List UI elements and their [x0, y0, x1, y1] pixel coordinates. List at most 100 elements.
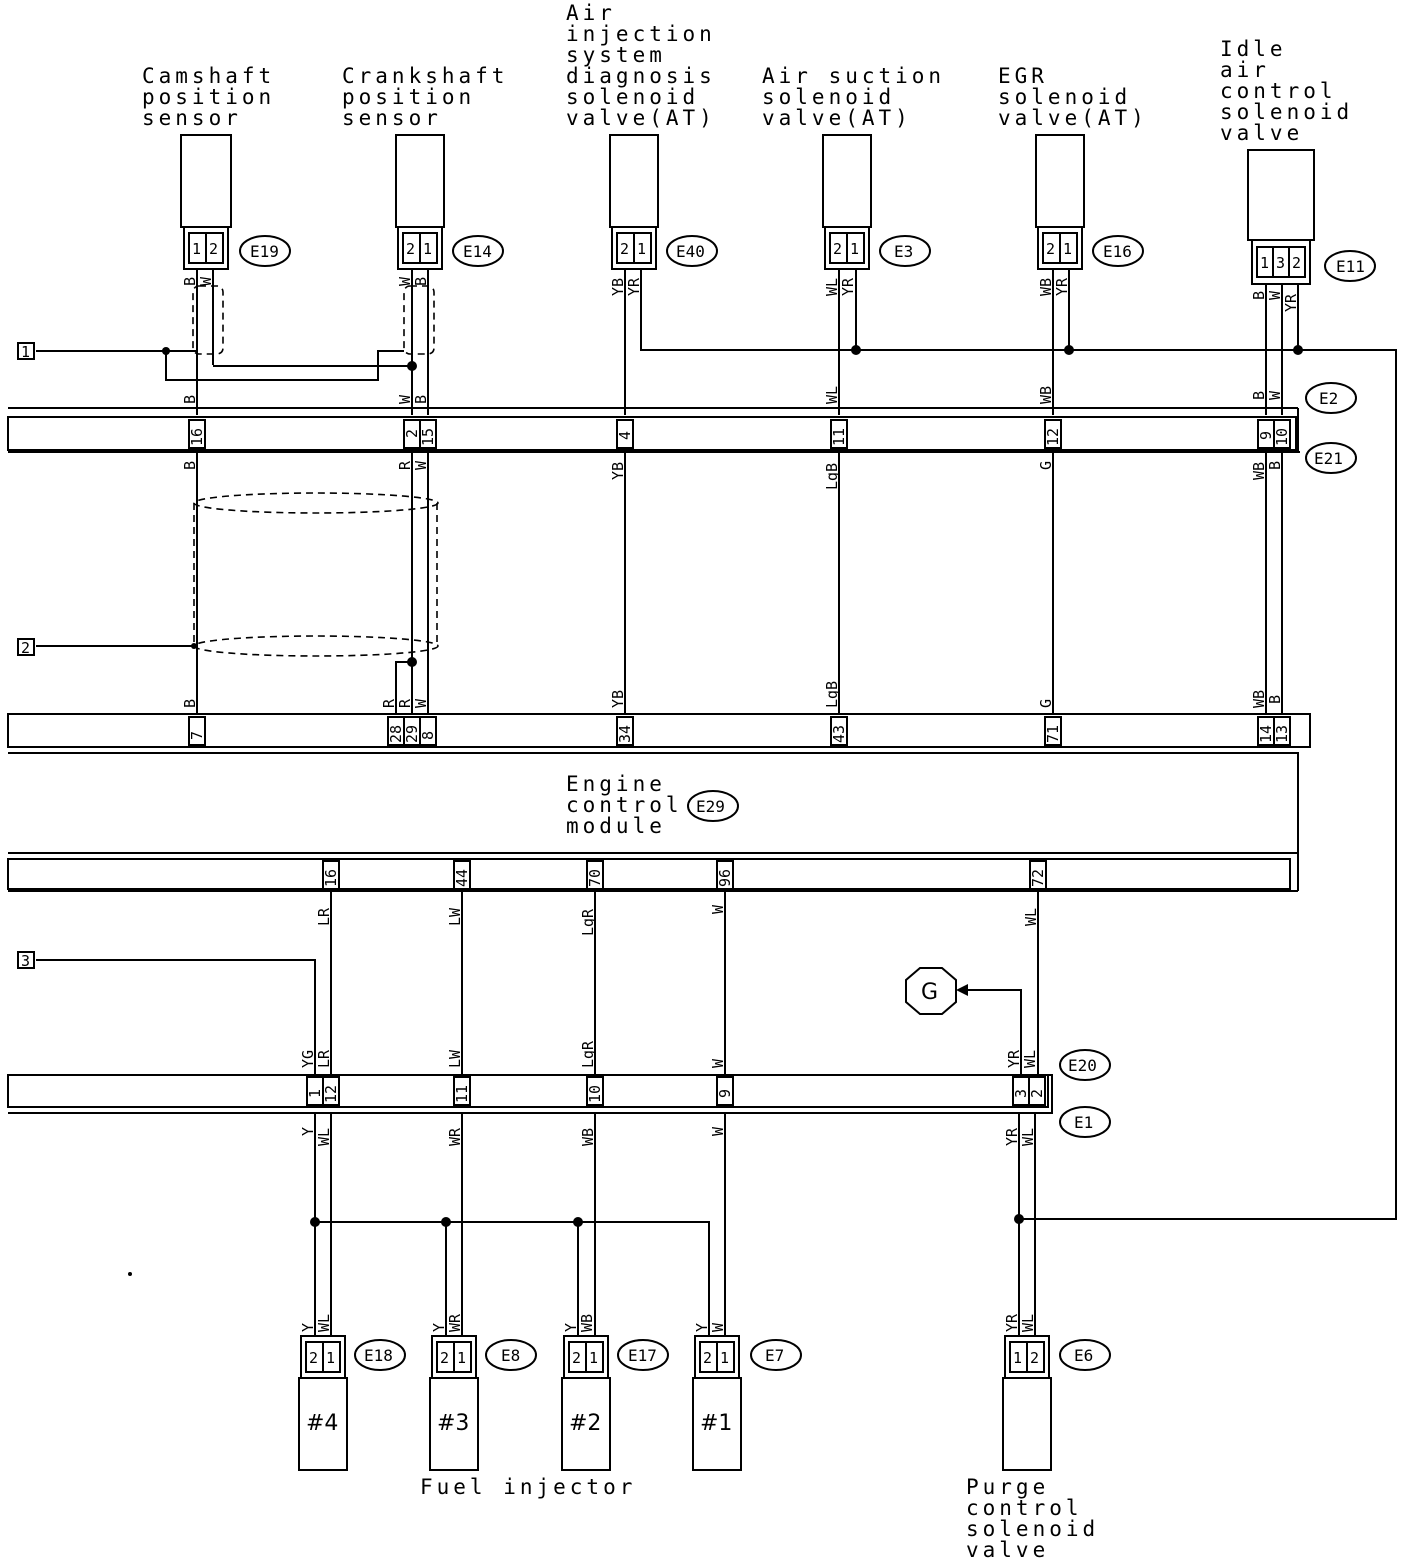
svg-text:W: W — [709, 1058, 727, 1068]
svg-text:2: 2 — [703, 1349, 712, 1367]
svg-text:WL: WL — [315, 1314, 333, 1332]
svg-text:1: 1 — [306, 1089, 324, 1098]
svg-text:W: W — [1266, 290, 1284, 300]
injector-3: 2 1 #3 E8 — [429, 1335, 537, 1471]
svg-text:Y: Y — [299, 1127, 317, 1136]
svg-text:WB: WB — [579, 1128, 597, 1146]
svg-text:LgB: LgB — [823, 681, 841, 708]
svg-text:Idle: Idle — [1220, 37, 1287, 61]
svg-text:Y: Y — [430, 1323, 448, 1332]
injector-wiring — [128, 1113, 1036, 1336]
svg-text:9: 9 — [716, 1089, 734, 1098]
svg-text:YR: YR — [1005, 1049, 1023, 1068]
svg-text:16: 16 — [322, 869, 340, 887]
svg-text:2: 2 — [440, 1349, 449, 1367]
svg-text:4: 4 — [616, 431, 634, 440]
svg-text:1: 1 — [1013, 1349, 1022, 1367]
camshaft-sensor: 1 2 E19 — [180, 134, 291, 270]
svg-text:1: 1 — [21, 343, 30, 361]
engine-control-module: 7 28 29 8 34 43 71 14 13 Engine control … — [7, 713, 1311, 892]
egr-valve: 2 1 E16 — [1035, 134, 1144, 270]
svg-text:solenoid: solenoid — [566, 85, 699, 109]
svg-text:#1: #1 — [700, 1411, 732, 1436]
svg-text:WR: WR — [446, 1313, 464, 1332]
svg-text:position: position — [142, 85, 275, 109]
svg-text:system: system — [566, 43, 666, 67]
svg-text:YB: YB — [609, 690, 627, 708]
svg-text:solenoid: solenoid — [966, 1517, 1099, 1541]
svg-text:E20: E20 — [1068, 1056, 1097, 1075]
svg-text:solenoid: solenoid — [998, 85, 1131, 109]
svg-text:E17: E17 — [628, 1346, 657, 1365]
svg-text:G: G — [1037, 461, 1055, 470]
svg-text:8: 8 — [419, 731, 437, 740]
air-injection-valve: 2 1 E40 — [609, 134, 718, 270]
idle-air-control-valve: 1 3 2 E11 — [1247, 149, 1376, 285]
svg-text:11: 11 — [830, 428, 848, 446]
svg-text:WL: WL — [1019, 1314, 1037, 1332]
svg-text:2: 2 — [309, 1349, 318, 1367]
svg-text:W: W — [1266, 390, 1284, 400]
svg-text:Air suction: Air suction — [762, 64, 945, 88]
svg-text:#2: #2 — [569, 1411, 601, 1436]
svg-text:Purge: Purge — [966, 1475, 1049, 1499]
upper-wire-codes: B W W B YB YR WL YR WB YR B W YR B W B W… — [181, 276, 1300, 404]
svg-text:1: 1 — [326, 1349, 335, 1367]
upper-wiring — [36, 269, 1397, 1220]
svg-text:WL: WL — [315, 1128, 333, 1146]
svg-text:Engine: Engine — [566, 772, 666, 796]
svg-text:WL: WL — [823, 278, 841, 296]
svg-text:13: 13 — [1273, 725, 1291, 743]
svg-text:YR: YR — [839, 277, 857, 296]
svg-text:12: 12 — [322, 1085, 340, 1103]
svg-text:W: W — [709, 1126, 727, 1136]
svg-text:diagnosis: diagnosis — [566, 64, 716, 88]
injector-1: 2 1 #1 E7 — [692, 1335, 802, 1471]
svg-text:YR: YR — [625, 277, 643, 296]
air-suction-valve-label: Air suction solenoid valve(AT) — [762, 64, 945, 130]
svg-text:LR: LR — [315, 1049, 333, 1068]
svg-text:LgB: LgB — [823, 463, 841, 490]
injector-2: 2 1 #2 E17 — [561, 1335, 669, 1471]
reference-marker-1: 1 — [17, 342, 35, 361]
svg-text:34: 34 — [616, 725, 634, 743]
svg-text:96: 96 — [716, 869, 734, 887]
purge-control-valve-label: Purge control solenoid valve — [966, 1475, 1099, 1562]
svg-text:WR: WR — [446, 1127, 464, 1146]
svg-text:1: 1 — [850, 240, 859, 258]
svg-text:Air: Air — [566, 1, 616, 25]
svg-text:position: position — [342, 85, 475, 109]
svg-text:10: 10 — [1273, 428, 1291, 446]
svg-text:YR: YR — [1003, 1127, 1021, 1146]
svg-text:WB: WB — [1250, 462, 1268, 480]
svg-text:29: 29 — [403, 725, 421, 743]
reference-marker-3: 3 — [17, 951, 35, 970]
svg-text:1: 1 — [192, 240, 201, 258]
idle-air-control-valve-label: Idle air control solenoid valve — [1220, 37, 1349, 145]
svg-text:E19: E19 — [250, 242, 279, 261]
ground-symbol: G — [905, 967, 957, 1015]
svg-text:#4: #4 — [306, 1411, 338, 1436]
svg-text:W: W — [709, 904, 727, 914]
air-suction-valve: 2 1 E3 — [822, 134, 931, 270]
svg-text:43: 43 — [830, 725, 848, 743]
svg-text:E18: E18 — [364, 1346, 393, 1365]
svg-text:LR: LR — [315, 907, 333, 926]
svg-text:B: B — [181, 461, 199, 470]
svg-text:E2: E2 — [1319, 389, 1338, 408]
svg-text:W: W — [709, 1322, 727, 1332]
svg-text:solenoid: solenoid — [762, 85, 895, 109]
svg-text:3: 3 — [1012, 1089, 1030, 1098]
svg-text:16: 16 — [188, 428, 206, 446]
svg-text:3: 3 — [1276, 254, 1285, 272]
svg-text:E29: E29 — [696, 797, 725, 816]
svg-text:12: 12 — [1044, 428, 1062, 446]
svg-text:WB: WB — [1250, 690, 1268, 708]
svg-text:15: 15 — [419, 428, 437, 446]
svg-text:sensor: sensor — [142, 106, 242, 130]
svg-text:injection: injection — [566, 22, 716, 46]
svg-text:1: 1 — [589, 1349, 598, 1367]
svg-text:1: 1 — [423, 240, 432, 258]
svg-text:1: 1 — [1260, 254, 1269, 272]
